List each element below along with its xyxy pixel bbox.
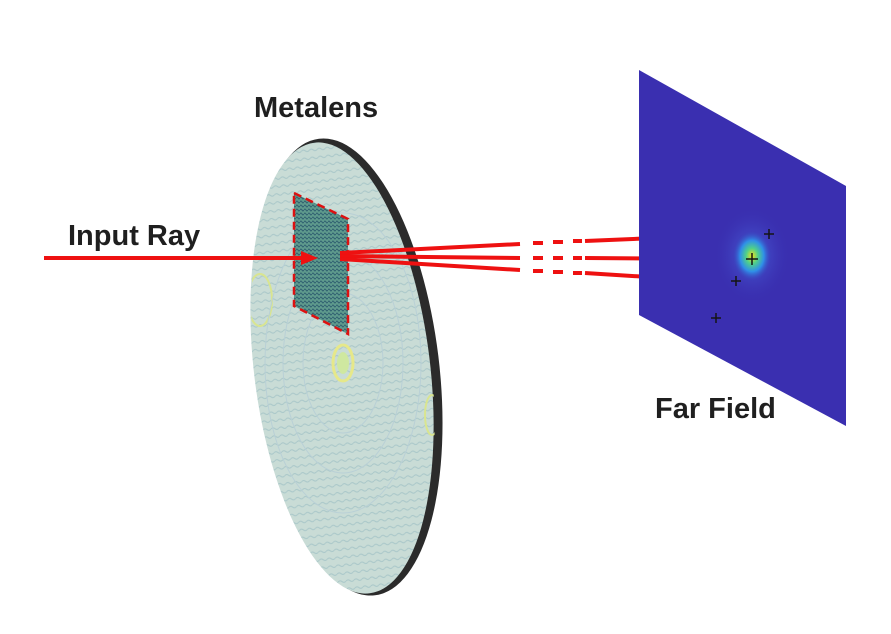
far-field-screen	[639, 70, 846, 426]
input-ray	[44, 251, 318, 265]
selection-box	[292, 191, 350, 337]
far-field-label: Far Field	[655, 393, 776, 425]
metalens-label: Metalens	[254, 92, 379, 124]
lens-patch	[294, 193, 348, 334]
plus-marker	[711, 229, 774, 323]
input-ray-label: Input Ray	[68, 220, 201, 252]
metalens-disk	[247, 138, 443, 596]
